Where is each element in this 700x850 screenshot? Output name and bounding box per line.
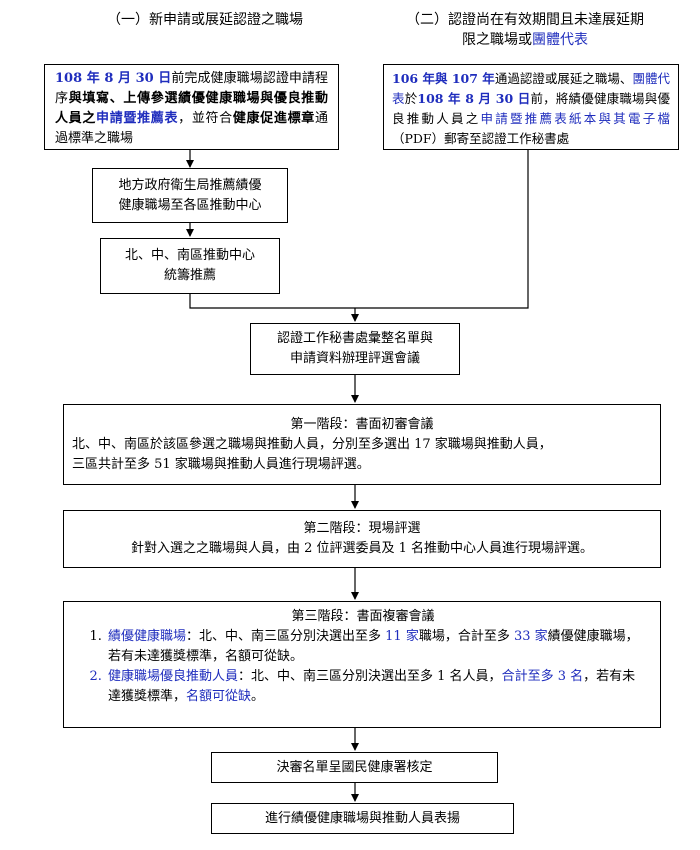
box-award-ceremony-text: 進行績優健康職場與推動人員表揚 [264,810,460,826]
box-certified-workplaces: 106 年與 107 年通過認證或展延之職場、團體代表於108 年 8 月 30… [383,64,679,150]
stage1-title: 第一階段：書面初審會議 [290,416,434,432]
header-right: （二）認證尚在有效期間且未達展延期 限之職場或團體代表 [370,10,680,50]
deadline-date-right: 108 年 8 月 30 日 [417,91,531,106]
item1-text3: 績優健康職場，若有未達獲獎標準，名額可從缺。 [108,629,639,664]
box-certified-text2: 於 [404,91,418,106]
item1-count-per-region: 11 家 [381,629,419,644]
stage1-line2: 三區共計至多 51 家職場與推動人員進行現場評選。 [72,456,370,472]
stage3-title: 第三階段：書面複審會議 [291,609,435,624]
stage3-list: 績優健康職場：北、中、南三區分別決選出至多 11 家職場，合計至多 33 家績優… [78,627,648,707]
certified-years: 106 年與 107 年 [392,71,495,86]
health-label-name: 健康促進標章 [232,111,315,126]
box-stage3: 第三階段：書面複審會議 績優健康職場：北、中、南三區分別決選出至多 11 家職場… [63,601,661,728]
box-certified-text3: 前，將績優健康職場與優良推動人員之 [392,91,670,126]
box-new-applicants-text2: 與填寫、上傳參選績優健康職場與優良推動人員之 [55,91,328,126]
box-regional-centers-line1: 北、中、南區推動中心 [124,248,255,263]
group-representative-label: 團體代表 [392,71,670,106]
box-new-applicants-text3: ，並符合 [178,111,233,126]
box-final-approval-text: 決審名單呈國民健康署核定 [276,759,433,775]
item2-text3: 。 [251,689,265,704]
item2-total: 合計至多 3 名 [501,669,584,684]
box-secretariat-line2: 申請資料辦理評選會議 [289,351,420,366]
box-regional-centers: 北、中、南區推動中心 統籌推薦 [100,238,280,294]
box-certified-text4: （PDF）郵寄至認證工作秘書處 [392,131,570,146]
box-new-applicants-text1: 前完成健康職場認證申請程序 [55,71,328,106]
header-left: （一）新申請或展延認證之職場 [107,12,303,28]
box-final-approval: 決審名單呈國民健康署核定 [211,752,498,783]
box-local-health-bureau-line2: 健康職場至各區推動中心 [118,197,262,213]
box-local-health-bureau: 地方政府衛生局推薦績優 健康職場至各區推動中心 [92,168,288,223]
box-secretariat-line1: 認證工作秘書處彙整名單與 [276,331,433,346]
paper-and-electronic-form: 申請暨推薦表紙本與其電子檔 [480,111,670,126]
item2-text2: ，若有未達獲獎標準， [108,669,636,704]
deadline-date: 108 年 8 月 30 日 [55,71,172,86]
header-right-line2: 限之職場或團體代表 [370,30,680,50]
header-right-line2-blue: 團體代表 [532,32,588,48]
stage2-line1: 針對入選之之職場與人員，由 2 位評選委員及 1 名推動中心人員進行現場評選。 [130,541,594,556]
line-righttop-down [355,149,529,309]
header-right-line1: （二）認證尚在有效期間且未達展延期 [406,12,644,28]
stage1-line1: 北、中、南區於該區參選之職場與推動人員，分別至多選出 17 家職場與推動人員， [72,436,552,452]
box-stage2: 第二階段：現場評選 針對入選之之職場與人員，由 2 位評選委員及 1 名推動中心… [63,510,661,568]
box-certified-text1: 通過認證或展延之職場、 [494,71,633,86]
stage3-item-workplaces: 績優健康職場：北、中、南三區分別決選出至多 11 家職場，合計至多 33 家績優… [106,627,648,667]
box-new-applicants-text4: 通過標準之職場 [55,111,328,146]
item2-heading: 健康職場優良推動人員 [108,669,239,684]
box-regional-centers-line2: 統籌推薦 [163,268,216,283]
item1-text1: ：北、中、南三區分別決選出至多 [186,629,382,644]
line-regions-down [189,293,355,309]
box-award-ceremony: 進行績優健康職場與推動人員表揚 [211,803,514,834]
stage2-title: 第二階段：現場評選 [303,521,421,536]
header-right-line2-prefix: 限之職場或 [462,32,532,48]
box-stage1: 第一階段：書面初審會議 北、中、南區於該區參選之職場與推動人員，分別至多選出 1… [63,404,661,485]
item1-text2: 職場，合計至多 [418,629,510,644]
item1-heading: 績優健康職場 [108,629,187,644]
application-form-label: 申請暨推薦表 [96,111,179,126]
box-new-applicants: 108 年 8 月 30 日前完成健康職場認證申請程序與填寫、上傳參選績優健康職… [44,64,339,150]
item1-count-total: 33 家 [509,629,548,644]
box-secretariat: 認證工作秘書處彙整名單與 申請資料辦理評選會議 [250,323,460,375]
stage3-item-promoters: 健康職場優良推動人員：北、中、南三區分別決選出至多 1 名人員，合計至多 3 名… [106,667,648,707]
box-local-health-bureau-line1: 地方政府衛生局推薦績優 [118,177,262,193]
item2-text1: ：北、中、南三區分別決選出至多 1 名人員， [238,669,502,684]
item2-vacancy: 名額可從缺 [186,689,252,704]
